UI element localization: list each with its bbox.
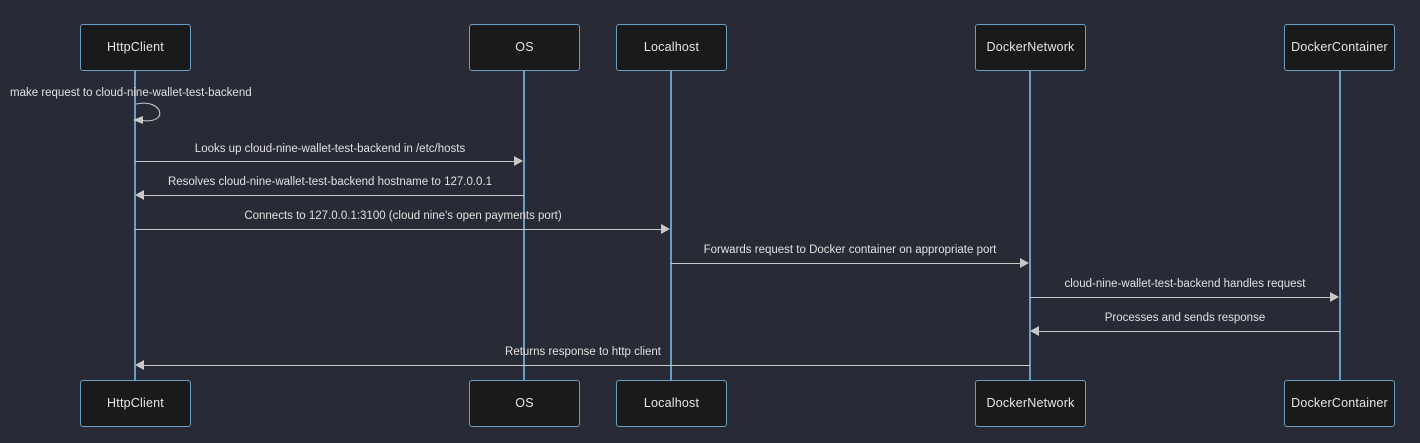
actor-box-dockernetwork-top[interactable]: DockerNetwork	[975, 24, 1086, 71]
message-label-5: Forwards request to Docker container on …	[703, 244, 997, 256]
actor-label-dockercontainer-top: DockerContainer	[1291, 40, 1388, 55]
actor-box-httpclient-top[interactable]: HttpClient	[80, 24, 191, 71]
actor-label-httpclient-bottom: HttpClient	[107, 396, 164, 411]
actor-box-localhost-top[interactable]: Localhost	[616, 24, 727, 71]
message-label-6: cloud-nine-wallet-test-backend handles r…	[1064, 278, 1306, 290]
message-arrowhead-3	[135, 190, 144, 200]
message-line-5	[671, 263, 1020, 264]
message-label-7: Processes and sends response	[1104, 312, 1266, 324]
actor-box-os-top[interactable]: OS	[469, 24, 580, 71]
message-arrowhead-5	[1020, 258, 1029, 268]
message-line-6	[1030, 297, 1330, 298]
actor-label-dockernetwork-top: DockerNetwork	[986, 40, 1075, 55]
actor-box-os-bottom[interactable]: OS	[469, 380, 580, 427]
message-line-8	[144, 365, 1030, 366]
lifeline-dockercontainer	[1339, 71, 1341, 380]
self-loop-arrow-httpclient	[133, 102, 161, 124]
message-label-2: Looks up cloud-nine-wallet-test-backend …	[194, 143, 466, 155]
message-label-3: Resolves cloud-nine-wallet-test-backend …	[167, 176, 493, 188]
message-line-2	[135, 161, 515, 162]
lifeline-localhost	[670, 71, 672, 380]
message-arrowhead-4	[661, 224, 670, 234]
actor-box-httpclient-bottom[interactable]: HttpClient	[80, 380, 191, 427]
message-label-8: Returns response to http client	[505, 346, 661, 358]
lifeline-dockernetwork	[1029, 71, 1031, 380]
actor-label-os-bottom: OS	[515, 396, 534, 411]
message-line-3	[144, 195, 524, 196]
message-arrowhead-7	[1030, 326, 1039, 336]
actor-label-localhost-bottom: Localhost	[643, 396, 700, 411]
message-arrowhead-2	[514, 156, 523, 166]
message-label-1: make request to cloud-nine-wallet-test-b…	[10, 87, 252, 99]
actor-box-localhost-bottom[interactable]: Localhost	[616, 380, 727, 427]
actor-box-dockercontainer-bottom[interactable]: DockerContainer	[1284, 380, 1395, 427]
lifeline-os	[523, 71, 525, 380]
actor-label-localhost-top: Localhost	[643, 40, 700, 55]
lifeline-httpclient	[134, 71, 136, 380]
actor-box-dockernetwork-bottom[interactable]: DockerNetwork	[975, 380, 1086, 427]
message-arrowhead-6	[1330, 292, 1339, 302]
message-arrowhead-8	[135, 360, 144, 370]
actor-label-os-top: OS	[515, 40, 534, 55]
actor-label-httpclient-top: HttpClient	[107, 40, 164, 55]
actor-box-dockercontainer-top[interactable]: DockerContainer	[1284, 24, 1395, 71]
message-line-4	[135, 229, 662, 230]
message-line-7	[1039, 331, 1340, 332]
actor-label-dockernetwork-bottom: DockerNetwork	[986, 396, 1075, 411]
actor-label-dockercontainer-bottom: DockerContainer	[1291, 396, 1388, 411]
message-label-4: Connects to 127.0.0.1:3100 (cloud nine's…	[244, 210, 562, 222]
